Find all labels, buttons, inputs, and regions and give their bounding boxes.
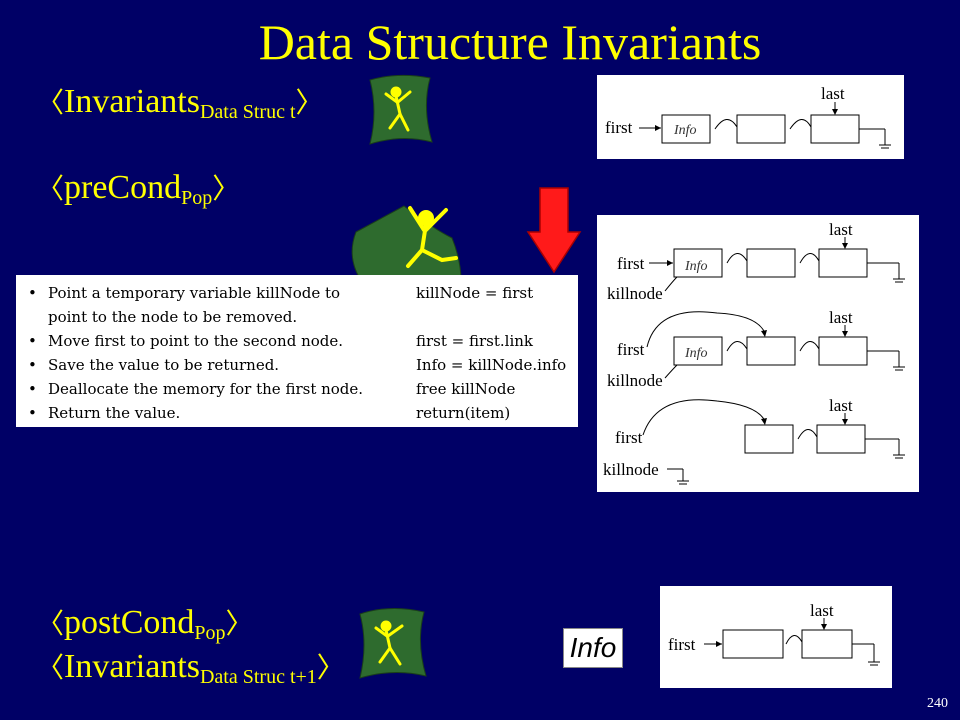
returned-info: Info — [563, 628, 623, 668]
frog-icon — [359, 607, 427, 679]
step-description: point to the node to be removed. — [48, 308, 298, 326]
step-action: killNode = first — [416, 284, 534, 302]
slide-title: Data Structure Invariants — [258, 14, 762, 70]
invariants-t1-assertion: 〈InvariantsData Struc t+1〉 — [36, 648, 345, 688]
algorithm-step: point to the node to be removed. — [26, 305, 578, 329]
precond-sub: Pop — [181, 187, 213, 209]
bullet: • — [28, 380, 37, 398]
svg-text:last: last — [829, 220, 853, 239]
list-node — [722, 629, 784, 659]
list-diagram-after: last first — [660, 586, 892, 688]
svg-text:last: last — [829, 308, 853, 327]
postcond-assertion: 〈postCondPop〉 — [36, 604, 254, 644]
step-description: Move first to point to the second node. — [48, 332, 344, 350]
bullet: • — [28, 332, 37, 350]
list-node — [801, 629, 853, 659]
algorithm-step: • Move first to point to the second node.… — [26, 329, 578, 353]
frog-icon — [369, 74, 433, 145]
invariants-t-main: Invariants — [64, 83, 200, 120]
pop-algorithm-steps: • Point a temporary variable killNode to k… — [16, 275, 578, 427]
invariants-t1-main: Invariants — [64, 648, 200, 685]
step-description: Save the value to be returned. — [48, 356, 280, 374]
list-node — [818, 336, 868, 366]
svg-text:killnode: killnode — [603, 460, 659, 479]
svg-text:Info: Info — [684, 259, 708, 274]
bullet: • — [28, 356, 37, 374]
algorithm-step: • Save the value to be returned. Info = ki… — [26, 353, 578, 377]
postcond-sub: Pop — [194, 622, 226, 644]
precond-assertion: 〈preCondPop〉 — [36, 169, 241, 209]
list-node — [818, 248, 868, 278]
step-action: return(item) — [416, 404, 511, 422]
svg-text:first: first — [615, 428, 643, 447]
bullet: • — [28, 404, 37, 422]
precond-main: preCond — [64, 169, 182, 206]
list-node — [810, 114, 860, 144]
step-one: last first Info killnode — [607, 220, 905, 303]
algorithm-step: • Return the value. return(item) — [26, 401, 578, 425]
list-diagram-before: first Info last — [597, 75, 904, 159]
svg-text:Info: Info — [673, 123, 697, 138]
list-node — [746, 336, 796, 366]
svg-text:last: last — [829, 396, 853, 415]
down-arrow-icon — [526, 187, 582, 274]
list-node — [673, 248, 723, 278]
step-description: Return the value. — [48, 404, 181, 422]
step-action: free killNode — [416, 380, 516, 398]
list-node — [661, 114, 711, 144]
svg-text:first: first — [617, 254, 645, 273]
step-description: Point a temporary variable killNode to — [48, 284, 341, 302]
invariants-t1-sub: Data Struc t+1 — [199, 666, 317, 688]
step-three: last first killnode — [603, 396, 905, 485]
first-label: first — [605, 118, 633, 137]
page-number: 240 — [927, 696, 948, 711]
svg-text:first: first — [617, 340, 645, 359]
list-node — [673, 336, 723, 366]
algorithm-step: • Deallocate the memory for the first nod… — [26, 377, 578, 401]
invariants-t-sub: Data Struc t — [199, 101, 296, 123]
pop-steps-diagram: last first Info killnode last first Info — [597, 215, 919, 492]
last-label: last — [821, 84, 845, 103]
svg-text:Info: Info — [684, 346, 708, 361]
step-description: Deallocate the memory for the first node… — [48, 380, 364, 398]
svg-text:killnode: killnode — [607, 371, 663, 390]
svg-text:killnode: killnode — [607, 284, 663, 303]
invariants-t-assertion: 〈InvariantsData Struc t〉 — [36, 83, 324, 123]
step-two: last first Info killnode — [607, 308, 905, 390]
postcond-main: postCond — [64, 604, 195, 641]
bullet: • — [28, 284, 37, 302]
svg-text:first: first — [668, 635, 696, 654]
list-node — [744, 424, 794, 454]
list-node — [736, 114, 786, 144]
list-node — [746, 248, 796, 278]
step-action: first = first.link — [416, 332, 534, 350]
list-node — [816, 424, 866, 454]
algorithm-step: • Point a temporary variable killNode to k… — [26, 281, 578, 305]
svg-text:last: last — [810, 601, 834, 620]
step-action: Info = killNode.info — [416, 356, 567, 374]
